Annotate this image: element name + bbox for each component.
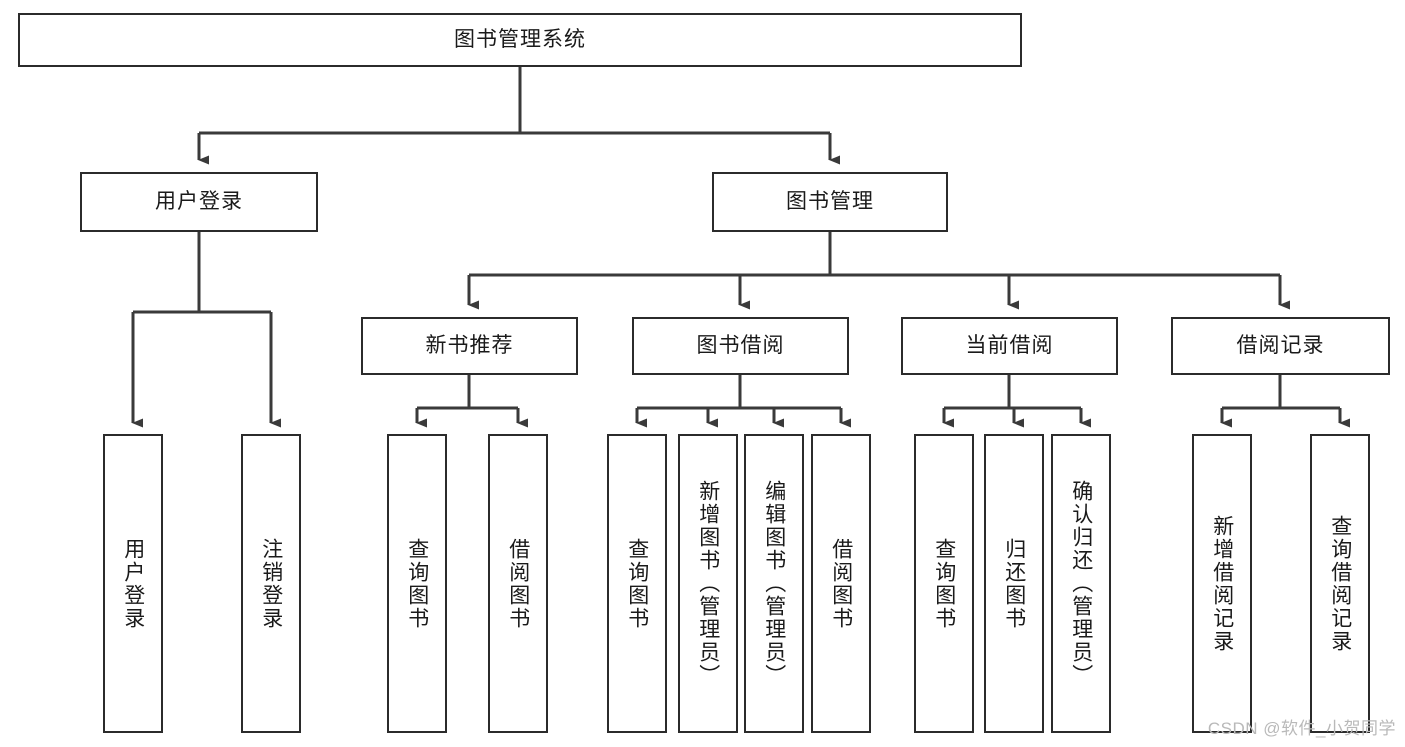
node-leaf-query-record-label: 查询借阅记录 [1328,514,1352,653]
node-root[interactable]: 图书管理系统 [18,13,1022,67]
node-leaf-return-book[interactable]: 归还图书 [984,434,1044,733]
node-root-label: 图书管理系统 [454,28,586,52]
node-leaf-add-record[interactable]: 新增借阅记录 [1192,434,1252,733]
node-leaf-add-book-label: 新增图书（管理员） [696,480,720,687]
node-leaf-query-book-current-label: 查询图书 [932,537,956,630]
node-user-login[interactable]: 用户登录 [80,172,318,232]
node-book-borrow[interactable]: 图书借阅 [632,317,849,375]
node-user-login-label: 用户登录 [155,190,243,214]
node-leaf-edit-book[interactable]: 编辑图书（管理员） [744,434,804,733]
node-book-manage-label: 图书管理 [786,190,874,214]
node-leaf-logout-label: 注销登录 [259,537,283,630]
node-current-borrow-label: 当前借阅 [965,334,1054,358]
node-leaf-query-book-current[interactable]: 查询图书 [914,434,974,733]
node-leaf-add-record-label: 新增借阅记录 [1210,514,1234,653]
node-borrow-record[interactable]: 借阅记录 [1171,317,1390,375]
node-leaf-confirm-return[interactable]: 确认归还（管理员） [1051,434,1111,733]
node-leaf-user-login-label: 用户登录 [121,537,145,630]
node-leaf-query-book-new-label: 查询图书 [405,537,429,630]
node-new-book-recommend[interactable]: 新书推荐 [361,317,578,375]
node-leaf-query-book-new[interactable]: 查询图书 [387,434,447,733]
node-leaf-query-book-borrow[interactable]: 查询图书 [607,434,667,733]
node-leaf-borrow-book-borrow-label: 借阅图书 [829,537,853,630]
connectors [131,67,1350,428]
node-borrow-record-label: 借阅记录 [1236,334,1325,358]
node-leaf-borrow-book-borrow[interactable]: 借阅图书 [811,434,871,733]
node-leaf-logout[interactable]: 注销登录 [241,434,301,733]
node-leaf-confirm-return-label: 确认归还（管理员） [1069,480,1093,687]
node-leaf-borrow-book-new-label: 借阅图书 [506,537,530,630]
node-book-borrow-label: 图书借阅 [696,334,785,358]
node-new-book-recommend-label: 新书推荐 [425,334,514,358]
node-leaf-user-login[interactable]: 用户登录 [103,434,163,733]
node-leaf-edit-book-label: 编辑图书（管理员） [762,480,786,687]
node-leaf-query-record[interactable]: 查询借阅记录 [1310,434,1370,733]
node-book-manage[interactable]: 图书管理 [712,172,948,232]
node-leaf-add-book[interactable]: 新增图书（管理员） [678,434,738,733]
node-leaf-query-book-borrow-label: 查询图书 [625,537,649,630]
node-leaf-borrow-book-new[interactable]: 借阅图书 [488,434,548,733]
node-leaf-return-book-label: 归还图书 [1002,537,1026,630]
node-current-borrow[interactable]: 当前借阅 [901,317,1118,375]
